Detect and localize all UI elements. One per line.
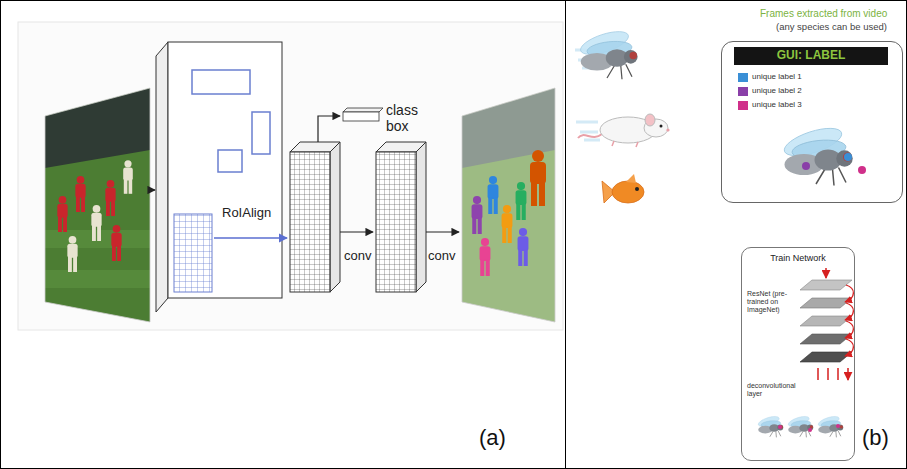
layer-caption: deconvolutional layer: [747, 382, 809, 398]
panel-frame: (a): [0, 0, 566, 469]
output-label: class box: [386, 102, 428, 134]
roialign-arrow: [214, 237, 287, 238]
operation-label: conv: [344, 249, 371, 264]
operation-label: RoIAlign: [222, 206, 271, 221]
flow-arrow: [340, 231, 373, 232]
fish-illustration: [602, 174, 644, 203]
label-item: unique label 2: [752, 86, 802, 95]
figure-ground: [18, 22, 563, 330]
flow-arrow: [318, 116, 340, 142]
flow-arrow: [426, 231, 459, 232]
labelled-fly: [781, 123, 866, 186]
output-image: [455, 80, 560, 330]
output-flies: [757, 414, 843, 437]
mouse-illustration: [576, 114, 670, 147]
label-item: unique label 1: [752, 72, 802, 81]
gui-header: GUI: LABEL: [734, 47, 888, 65]
class-box-head: [343, 108, 383, 121]
section-note: (any species can be used): [776, 22, 887, 33]
panel-frame: (b) GUI: LABEL unique label 1 unique label …: [565, 0, 907, 469]
network-layers: [800, 268, 853, 380]
operation-label: conv: [428, 249, 455, 264]
gui-box: GUI: LABEL unique label 1 unique label 2 un…: [721, 41, 903, 203]
section-title: Frames extracted from video: [760, 8, 887, 20]
train-box: Train NetworkResNet (pre-trained on Imag…: [741, 247, 855, 461]
image-outline: [462, 88, 555, 322]
flow-arrow: [148, 189, 155, 190]
box-heading: Train Network: [742, 253, 854, 263]
label-swatches: [738, 73, 748, 110]
panel-letter: (a): [479, 425, 506, 450]
label-item: unique label 3: [752, 100, 802, 109]
conv-block: [376, 142, 426, 292]
image-outline: [45, 88, 150, 322]
conv-block: [290, 142, 340, 292]
fly-illustration: [575, 27, 638, 79]
layer-caption: ResNet (pre-trained on ImageNet): [747, 290, 795, 314]
panel-letter: (b): [862, 425, 889, 450]
feature-map: [156, 42, 282, 312]
input-image: [40, 80, 155, 330]
